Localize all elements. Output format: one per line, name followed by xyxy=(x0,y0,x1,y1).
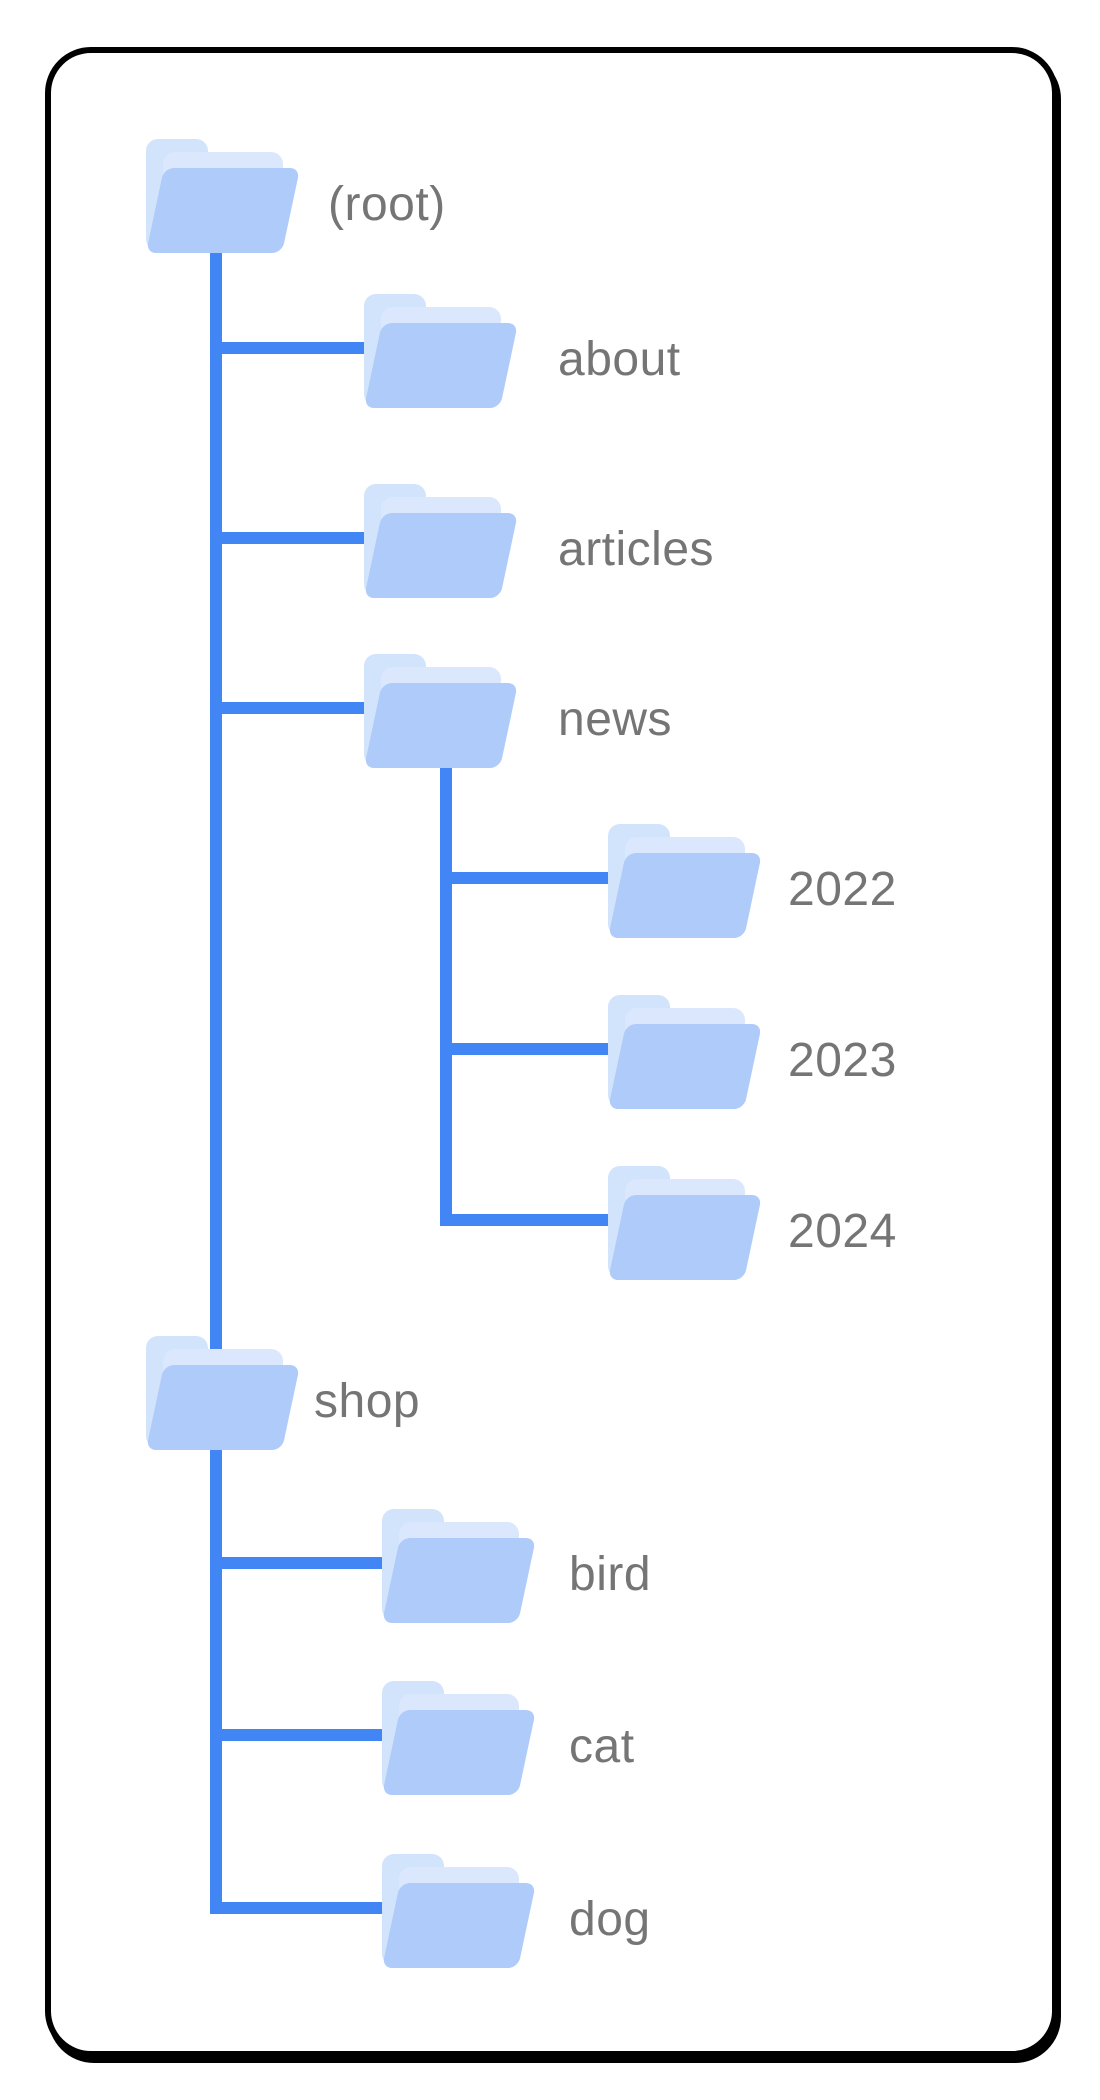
tree-node-label-about: about xyxy=(558,333,681,386)
folder-front xyxy=(381,1710,537,1795)
folder-front xyxy=(145,1365,301,1450)
folder-icon-root xyxy=(145,139,301,253)
tree-node-label-bird: bird xyxy=(569,1548,652,1601)
tree-node-label-shop: shop xyxy=(314,1375,421,1428)
tree-node-label-2023: 2023 xyxy=(788,1034,897,1087)
connector-branch-cat xyxy=(210,1729,436,1741)
folder-front xyxy=(381,1883,537,1968)
folder-icon-dog xyxy=(381,1854,537,1968)
folder-front xyxy=(363,513,519,598)
folder-front xyxy=(607,1195,763,1280)
folder-front xyxy=(607,1024,763,1109)
folder-front xyxy=(145,168,301,253)
tree-node-label-articles: articles xyxy=(558,523,715,576)
folder-icon-2023 xyxy=(607,995,763,1109)
tree-node-label-dog: dog xyxy=(569,1893,651,1946)
connector-branch-bird xyxy=(210,1557,436,1569)
folder-front xyxy=(363,323,519,408)
folder-front xyxy=(363,683,519,768)
folder-icon-cat xyxy=(381,1681,537,1795)
folder-front xyxy=(381,1538,537,1623)
connector-trunk-news xyxy=(440,761,452,1226)
folder-icon-about xyxy=(363,294,519,408)
folder-icon-articles xyxy=(363,484,519,598)
folder-front xyxy=(607,853,763,938)
folder-icon-bird xyxy=(381,1509,537,1623)
tree-node-label-cat: cat xyxy=(569,1720,635,1773)
tree-node-label-news: news xyxy=(558,693,673,746)
connector-branch-dog xyxy=(210,1902,436,1914)
folder-icon-2022 xyxy=(607,824,763,938)
site-structure-card: (root) about articles news 2022 2023 202… xyxy=(45,47,1058,2057)
connector-trunk-root xyxy=(210,241,222,1914)
tree-node-label-root: (root) xyxy=(328,178,446,231)
folder-icon-news xyxy=(363,654,519,768)
tree-node-label-2022: 2022 xyxy=(788,863,897,916)
folder-icon-2024 xyxy=(607,1166,763,1280)
folder-icon-shop xyxy=(145,1336,301,1450)
tree-node-label-2024: 2024 xyxy=(788,1205,897,1258)
